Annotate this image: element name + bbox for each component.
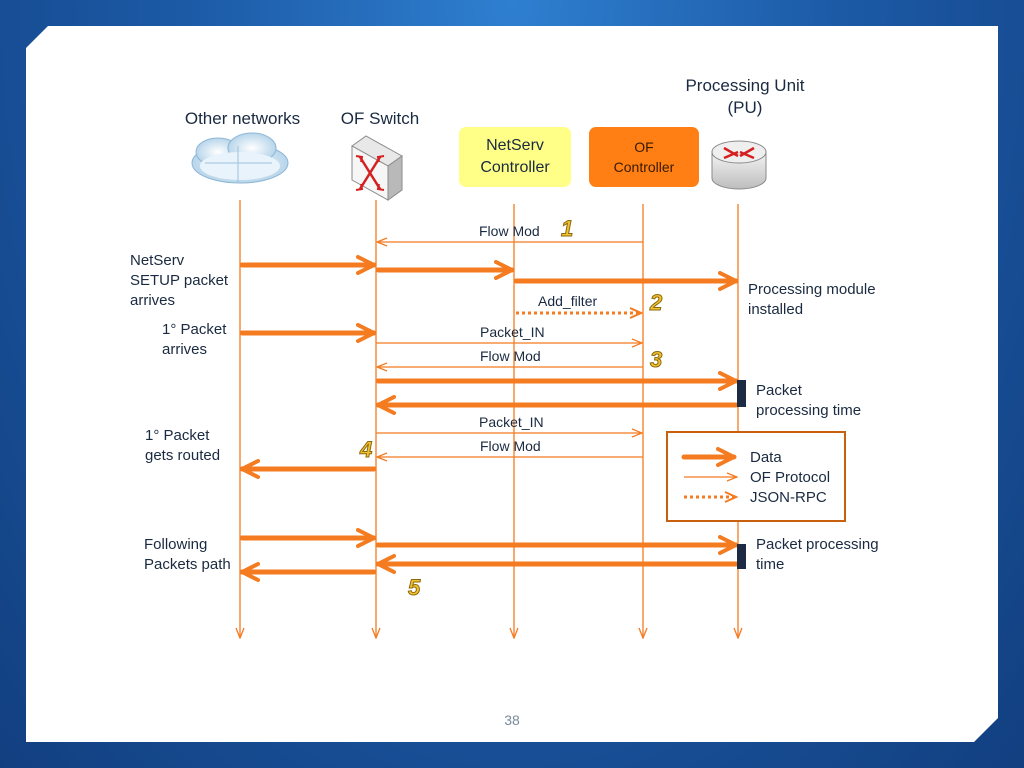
flow-mod-label-2: Flow Mod: [480, 348, 541, 364]
page-number: 38: [504, 712, 520, 728]
annotation-module-installed: Processing module installed: [748, 281, 876, 318]
step-number-4: 4: [359, 437, 373, 463]
step-number-5: 5: [407, 575, 421, 601]
header-of-switch: OF Switch: [340, 109, 420, 128]
legend-json-rpc-label: JSON-RPC: [750, 489, 827, 506]
legend-box: [666, 431, 846, 522]
annotation-setup-arrives: NetServ SETUP packet arrives: [130, 252, 229, 309]
processing-bar-2: [737, 544, 746, 569]
annotation-first-routed: 1° Packet gets routed: [145, 427, 221, 464]
flow-mod-label-3: Flow Mod: [480, 438, 541, 454]
add-filter-label: Add_filter: [538, 293, 598, 309]
annotation-processing-time-2: Packet processing time: [756, 536, 879, 573]
packet-in-label-2: Packet_IN: [479, 414, 544, 430]
legend-of-protocol-label: OF Protocol: [750, 469, 831, 486]
router-icon: [711, 140, 767, 190]
of-controller-box: OF Controller: [589, 127, 699, 187]
packet-in-label-1: Packet_IN: [480, 324, 545, 340]
switch-icon: [351, 135, 403, 201]
processing-bar-1: [737, 380, 746, 407]
flow-mod-label-1: Flow Mod: [479, 223, 540, 239]
annotation-first-arrives: 1° Packet arrives: [162, 321, 227, 358]
legend-data-label: Data: [750, 449, 782, 466]
header-other-networks: Other networks: [184, 109, 301, 128]
annotation-following: Following Packets path: [144, 536, 231, 573]
netserv-controller-box: NetServ Controller: [459, 127, 571, 187]
step-number-2: 2: [649, 290, 663, 316]
step-number-1: 1: [560, 216, 574, 242]
header-processing-unit: Processing Unit (PU): [685, 76, 805, 117]
annotation-processing-time-1: Packet processing time: [756, 382, 862, 419]
step-number-3: 3: [649, 347, 663, 373]
cloud-icon: [191, 132, 289, 184]
